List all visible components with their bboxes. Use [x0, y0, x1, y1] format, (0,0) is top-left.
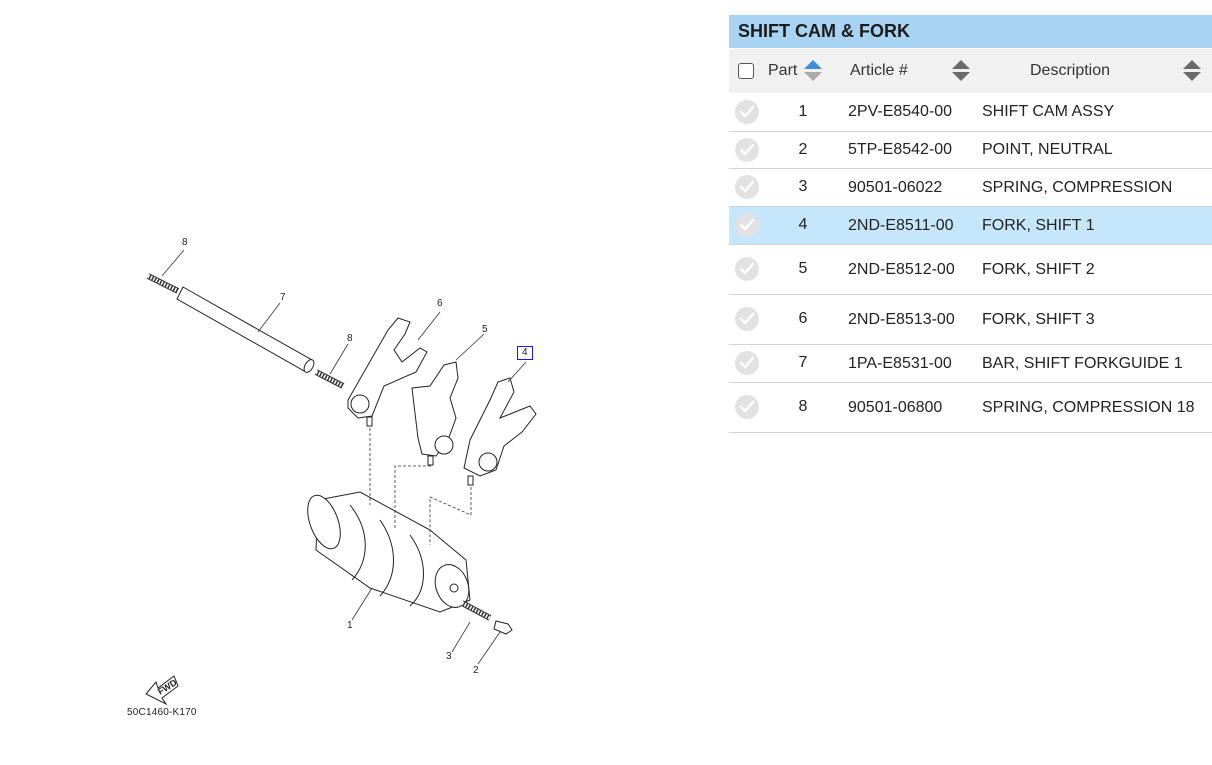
article-number-cell[interactable]: 2PV-E8540-00 — [843, 93, 978, 132]
parts-diagram: 8 7 8 6 5 4 1 3 2 FWD 50C1460-K170 — [127, 237, 537, 718]
parts-list-panel: SHIFT CAM & FORK Part Article # — [729, 15, 1212, 433]
sort-icon[interactable] — [951, 59, 971, 83]
part-number-cell: 5 — [763, 244, 843, 295]
catalog-code: 50C1460-K170 — [127, 707, 197, 718]
row-select-cell — [729, 131, 763, 169]
description-cell: FORK, SHIFT 3 — [978, 294, 1212, 345]
article-number-cell[interactable]: 2ND-E8511-00 — [843, 206, 978, 245]
part-number-cell: 7 — [763, 344, 843, 383]
article-number-cell[interactable]: 90501-06800 — [843, 382, 978, 433]
sort-icon[interactable] — [1182, 59, 1202, 83]
checkmark-icon[interactable] — [735, 213, 759, 237]
callout-2[interactable]: 2 — [473, 665, 479, 676]
callout-8-mid[interactable]: 8 — [347, 333, 353, 344]
shift-cam-drawing — [307, 491, 471, 613]
description-cell: SPRING, COMPRESSION 18 — [978, 382, 1212, 433]
row-select-cell — [729, 382, 763, 433]
part-number-cell: 6 — [763, 294, 843, 345]
header-article[interactable]: Article # — [843, 49, 978, 93]
parts-table: Part Article # Description — [729, 49, 1212, 433]
checkmark-icon[interactable] — [735, 137, 759, 162]
fork-4-drawing — [463, 377, 537, 486]
exploded-view-drawing — [145, 249, 537, 706]
spring-8-mid-drawing — [314, 369, 345, 389]
part-number-cell: 4 — [763, 206, 843, 245]
part-number-cell: 3 — [763, 168, 843, 207]
article-number-cell[interactable]: 2ND-E8513-00 — [843, 294, 978, 345]
row-select-cell — [729, 93, 763, 132]
fork-6-drawing — [347, 317, 428, 427]
header-article-label: Article # — [850, 62, 908, 79]
row-select-cell — [729, 206, 763, 245]
article-number-cell[interactable]: 90501-06022 — [843, 168, 978, 207]
description-cell: SHIFT CAM ASSY — [978, 93, 1212, 132]
callout-6[interactable]: 6 — [437, 298, 443, 309]
checkmark-icon[interactable] — [735, 307, 759, 331]
shift-bar-drawing — [176, 286, 315, 373]
checkmark-icon[interactable] — [735, 99, 759, 124]
article-number-cell[interactable]: 5TP-E8542-00 — [843, 131, 978, 169]
part-number-cell: 2 — [763, 131, 843, 169]
header-part-label: Part — [768, 62, 798, 79]
checkmark-icon[interactable] — [735, 175, 759, 199]
callout-5[interactable]: 5 — [482, 324, 488, 335]
fwd-arrow-icon — [145, 675, 179, 706]
description-cell: BAR, SHIFT FORKGUIDE 1 — [978, 344, 1212, 383]
select-all-checkbox[interactable] — [738, 62, 754, 79]
header-select-all — [729, 49, 763, 93]
description-cell: SPRING, COMPRESSION — [978, 168, 1212, 207]
callout-1[interactable]: 1 — [347, 620, 353, 631]
callout-3[interactable]: 3 — [446, 651, 452, 662]
checkmark-icon[interactable] — [735, 257, 759, 281]
article-number-cell[interactable]: 1PA-E8531-00 — [843, 344, 978, 383]
part-number-cell: 8 — [763, 382, 843, 433]
part-number-cell: 1 — [763, 93, 843, 132]
header-part[interactable]: Part — [763, 49, 843, 93]
row-select-cell — [729, 344, 763, 383]
callout-7[interactable]: 7 — [280, 292, 286, 303]
row-select-cell — [729, 244, 763, 295]
callout-4-highlighted[interactable]: 4 — [517, 346, 533, 360]
neutral-point-drawing — [493, 620, 513, 635]
spring-3-drawing — [460, 600, 492, 621]
sort-active-icon[interactable] — [803, 59, 823, 83]
article-number-cell[interactable]: 2ND-E8512-00 — [843, 244, 978, 295]
checkmark-icon[interactable] — [735, 351, 759, 375]
spring-8-top-drawing — [146, 273, 180, 294]
description-cell: POINT, NEUTRAL — [978, 131, 1212, 169]
fork-5-drawing — [411, 361, 459, 466]
header-description[interactable]: Description — [978, 49, 1212, 93]
panel-title: SHIFT CAM & FORK — [729, 15, 1212, 49]
row-select-cell — [729, 294, 763, 345]
description-cell: FORK, SHIFT 1 — [978, 206, 1212, 245]
assembly-guides — [369, 428, 472, 545]
row-select-cell — [729, 168, 763, 207]
header-description-label: Description — [1030, 62, 1111, 79]
table-header-row: Part Article # Description — [729, 49, 1212, 93]
description-cell: FORK, SHIFT 2 — [978, 244, 1212, 295]
leader-lines — [161, 249, 527, 665]
checkmark-icon[interactable] — [735, 395, 759, 419]
callout-8-top[interactable]: 8 — [182, 237, 188, 248]
